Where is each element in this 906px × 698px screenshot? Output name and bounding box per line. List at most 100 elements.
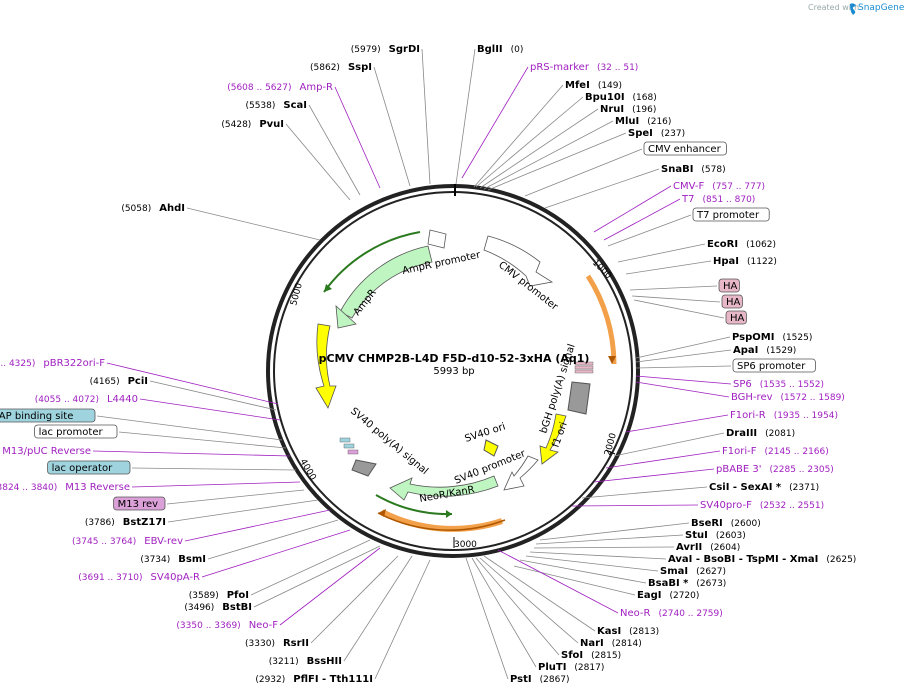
label-m13rev: M13 rev — [113, 489, 305, 511]
label-pbabe: pBABE 3'(2285 .. 2305) — [593, 464, 834, 483]
label-sspi: (5862)SspI — [310, 62, 411, 187]
label-text-l4440: (4055 .. 4072)L4440 — [35, 394, 138, 405]
label-text-pbabe: pBABE 3'(2285 .. 2305) — [716, 464, 834, 475]
label-text-bsmi: (3734)BsmI — [140, 554, 206, 565]
label-pspomi: PspOMI(1525) — [635, 332, 812, 359]
label-text-sfoi: SfoI(2815) — [561, 650, 621, 661]
label-hpai: HpaI(1122) — [625, 256, 777, 275]
credit-prefix: Created with — [808, 3, 859, 12]
label-text-hpai: HpaI(1122) — [713, 256, 777, 267]
label-mlui: MluI(216) — [483, 116, 671, 190]
label-text-m13puc: (3837 .. 3859)M13/pUC Reverse — [0, 446, 91, 457]
neor-arrow — [389, 475, 499, 501]
label-neof: (3350 .. 3369)Neo-F — [176, 547, 381, 631]
label-text-sgrdi: (5979)SgrDI — [351, 44, 420, 55]
label-text-draiii: DraIII(2081) — [726, 428, 795, 439]
label-text-nari: NarI(2814) — [580, 638, 642, 649]
label-nrui: NruI(196) — [479, 104, 656, 189]
label-neor: Neo-R(2740 .. 2759) — [497, 549, 723, 619]
label-pluti: PluTI(2817) — [471, 557, 604, 673]
sv40-promoter-arrow — [503, 455, 539, 491]
label-ha2: HA — [631, 294, 743, 309]
label-text-ha2: HA — [726, 297, 741, 308]
label-sv40prof: SV40pro-F(2532 .. 2551) — [571, 500, 824, 511]
label-text-smai: SmaI(2627) — [660, 566, 726, 577]
label-text-pfoi: (3589)PfoI — [189, 590, 249, 601]
label-text-mfei: MfeI(149) — [565, 80, 622, 91]
label-pstI: PstI(2867) — [465, 557, 570, 685]
label-text-eagi: EagI(2720) — [637, 590, 699, 601]
label-bstz: (3786)BstZ17I — [85, 499, 319, 528]
ampr-arrow — [339, 245, 433, 319]
label-text-neof: (3350 .. 3369)Neo-F — [176, 620, 278, 631]
label-bsabi: BsaBI *(2673) — [519, 559, 726, 589]
label-text-f1r: F1ori-R(1935 .. 1954) — [730, 410, 838, 421]
bgh-box — [567, 381, 591, 415]
label-text-csii: CsiI - SexAI *(2371) — [709, 482, 819, 493]
label-scai: (5538)ScaI — [245, 100, 361, 196]
label-pcii: (4165)PciI — [90, 376, 277, 411]
orange-arc-1 — [585, 274, 617, 365]
label-sv40pa: (3691 .. 3710)SV40pA-R — [78, 529, 351, 583]
label-ha3: HA — [633, 299, 747, 325]
label-ecori: EcoRI(1062) — [617, 239, 776, 263]
label-l4440: (4055 .. 4072)L4440 — [35, 394, 281, 421]
label-text-bghrev: BGH-rev(1572 .. 1589) — [731, 392, 845, 403]
label-text-t7p: T7 promoter — [696, 210, 760, 221]
label-text-ecori: EcoRI(1062) — [707, 239, 776, 250]
outer-labels: (5979)SgrDI BglII(0) pRS-marker(32 .. 51) (… — [0, 44, 856, 685]
yellow-arrow-left — [315, 323, 337, 409]
label-text-bpu: Bpu10I(168) — [585, 92, 657, 103]
label-ahdi: (5058)AhdI — [121, 203, 321, 241]
label-m13puc: (3837 .. 3859)M13/pUC Reverse — [0, 446, 291, 457]
label-text-rsrii: (3330)RsrII — [245, 638, 309, 649]
tick-1000: 1000 — [590, 258, 613, 281]
label-text-f1f: F1ori-F(2145 .. 2166) — [722, 446, 829, 457]
label-text-cmvenh: CMV enhancer — [648, 144, 722, 155]
label-cmvf: CMV-F(757 .. 777) — [593, 181, 765, 233]
label-pvui: (5428)PvuI — [221, 119, 351, 201]
label-spei: SpeI(237) — [487, 128, 685, 191]
label-ha1: HA — [629, 278, 740, 293]
f1ori-arrow — [539, 413, 567, 465]
label-text-pvui: (5428)PvuI — [221, 119, 284, 130]
snapgene-logo-icon — [850, 3, 856, 16]
label-t7p: T7 promoter — [607, 207, 770, 247]
label-text-lacp: lac promoter — [39, 427, 104, 438]
label-m13r: (3824 .. 3840)M13 Reverse — [0, 481, 301, 493]
label-pfoi: (3589)PfoI — [189, 539, 371, 601]
label-ebv: (3745 .. 3764)EBV-rev — [72, 509, 331, 547]
tick-5000: 5000 — [289, 282, 305, 307]
credit-brand: SnapGene — [858, 3, 905, 13]
label-text-ampr: (5608 .. 5627)Amp-R — [227, 82, 333, 93]
label-text-sp6p: SP6 promoter — [737, 361, 806, 372]
label-text-cmvf: CMV-F(757 .. 777) — [673, 181, 765, 192]
label-mfei: MfeI(149) — [473, 80, 622, 188]
label-text-bsabi: BsaBI *(2673) — [648, 578, 726, 589]
label-text-kasi: KasI(2813) — [597, 626, 659, 637]
label-kasi: KasI(2813) — [483, 555, 659, 637]
label-text-pbr: (4306 .. 4325)pBR322ori-F — [0, 358, 105, 369]
svg-text:3000: 3000 — [454, 540, 477, 550]
label-snabi: SnaBI(578) — [544, 164, 726, 209]
label-text-avai: AvaI - BsoBI - TspMI - XmaI(2625) — [668, 554, 856, 565]
label-text-scai: (5538)ScaI — [245, 100, 307, 111]
label-text-prs: pRS-marker(32 .. 51) — [530, 62, 638, 73]
label-text-sp6: SP6(1535 .. 1552) — [733, 379, 824, 390]
svg-text:5000: 5000 — [289, 282, 305, 307]
label-text-snabi: SnaBI(578) — [661, 164, 726, 175]
label-draiii: DraIII(2081) — [613, 428, 795, 457]
label-text-beri: BseRI(2600) — [691, 518, 761, 529]
label-cap: CAP binding site — [0, 408, 283, 441]
label-pflfi: (2932)PflFI - Tth111I — [255, 559, 431, 685]
label-text-apai: ApaI(1529) — [733, 345, 796, 356]
label-text-sv40prof: SV40pro-F(2532 .. 2551) — [700, 500, 824, 511]
backbone-outer — [266, 184, 640, 558]
label-text-avrii: AvrII(2604) — [676, 542, 740, 553]
label-sgrdi: (5979)SgrDI — [351, 44, 431, 185]
label-text-sv40pa: (3691 .. 3710)SV40pA-R — [78, 572, 200, 583]
label-text-pspomi: PspOMI(1525) — [732, 332, 812, 343]
label-bglii: BglII(0) — [455, 44, 523, 185]
label-text-pstI: PstI(2867) — [510, 674, 570, 685]
label-sfoi: SfoI(2815) — [475, 557, 621, 661]
